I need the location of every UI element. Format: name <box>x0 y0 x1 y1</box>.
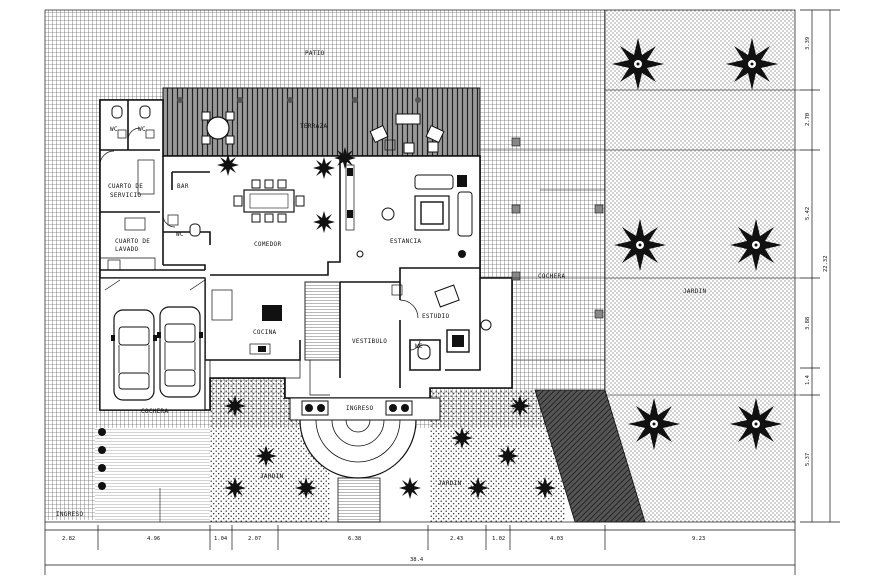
garden-right <box>605 10 795 522</box>
car-icon-2 <box>156 306 204 398</box>
label-bar: BAR <box>177 183 189 190</box>
label-study: ESTUDIO <box>422 313 449 320</box>
dimension-lines <box>44 9 840 575</box>
living-room-furniture <box>345 164 473 258</box>
plant-icon <box>313 157 335 179</box>
plant-icon <box>534 477 556 499</box>
toilets <box>107 105 201 271</box>
label-vestibule: VESTIBULO <box>352 338 387 345</box>
label-wc-4: WC <box>415 343 423 350</box>
dim-h-8: 4.03 <box>550 536 563 542</box>
dining-table <box>233 179 305 223</box>
label-service-room-2: SERVICIO <box>110 192 141 199</box>
room-labels: PATIO TERRAZA WC WC BAR CUARTO DE SERVIC… <box>56 50 707 518</box>
label-wc-3: WC <box>176 231 184 238</box>
label-wc-1: WC <box>110 126 118 133</box>
dim-v-4: 3.88 <box>805 317 811 330</box>
staircase <box>304 281 341 361</box>
dim-h-6: 2.43 <box>450 536 463 542</box>
plant-icon <box>334 147 356 169</box>
label-wc-2: WC <box>138 126 146 133</box>
label-garden-left: JARDIN <box>260 473 284 480</box>
plant-icon <box>399 477 421 499</box>
study-furniture <box>391 284 492 360</box>
plant-icon <box>224 395 246 417</box>
label-garden-center: JARDIN <box>438 480 462 487</box>
dim-h-3: 1.04 <box>214 536 228 542</box>
dim-h-9: 9.23 <box>692 536 705 542</box>
plant-icon <box>313 211 335 233</box>
label-entry: INGRESO <box>346 405 373 412</box>
plant-icon <box>509 395 531 417</box>
dim-v-3: 5.42 <box>805 207 811 220</box>
dim-total: 38.4 <box>410 557 424 563</box>
label-laundry-2: LAVADO <box>115 246 139 253</box>
dim-v-6: 5.37 <box>805 453 811 466</box>
plant-icon <box>224 477 246 499</box>
terrace-furniture <box>177 97 445 154</box>
plant-icon <box>295 477 317 499</box>
plant-icon <box>467 477 489 499</box>
dim-h-4: 2.07 <box>248 536 261 542</box>
label-living: ESTANCIA <box>390 238 421 245</box>
dimension-text: 2.82 4.96 1.04 2.07 6.38 2.43 1.02 4.03 … <box>62 37 829 563</box>
car-icon <box>110 309 158 401</box>
label-patio: PATIO <box>305 50 325 57</box>
label-kitchen: COCINA <box>253 329 277 336</box>
label-dining: COMEDOR <box>254 241 281 248</box>
label-garden-right: JARDIN <box>683 288 707 295</box>
dim-v-total: 22.32 <box>823 255 829 272</box>
dim-v-1: 3.39 <box>805 37 811 50</box>
label-service-room-1: CUARTO DE <box>108 183 143 190</box>
entry-porch <box>289 397 441 523</box>
label-garage: COCHERA <box>141 408 168 415</box>
plant-icon <box>497 445 519 467</box>
dim-v-5: 1.4 <box>805 374 811 385</box>
dim-h-5: 6.38 <box>348 536 361 542</box>
plant-icon <box>255 445 277 467</box>
label-entry-bottom: INGRESO <box>56 511 83 518</box>
dim-h-2: 4.96 <box>147 536 160 542</box>
dim-h-7: 1.02 <box>492 536 505 542</box>
plant-icon <box>451 427 473 449</box>
label-laundry-1: CUARTO DE <box>115 238 150 245</box>
dim-h-1: 2.82 <box>62 536 75 542</box>
label-terrace: TERRAZA <box>300 123 327 130</box>
label-carport-side: COCHERA <box>538 273 565 280</box>
dim-v-2: 2.70 <box>805 113 811 126</box>
plant-icon <box>217 154 239 176</box>
